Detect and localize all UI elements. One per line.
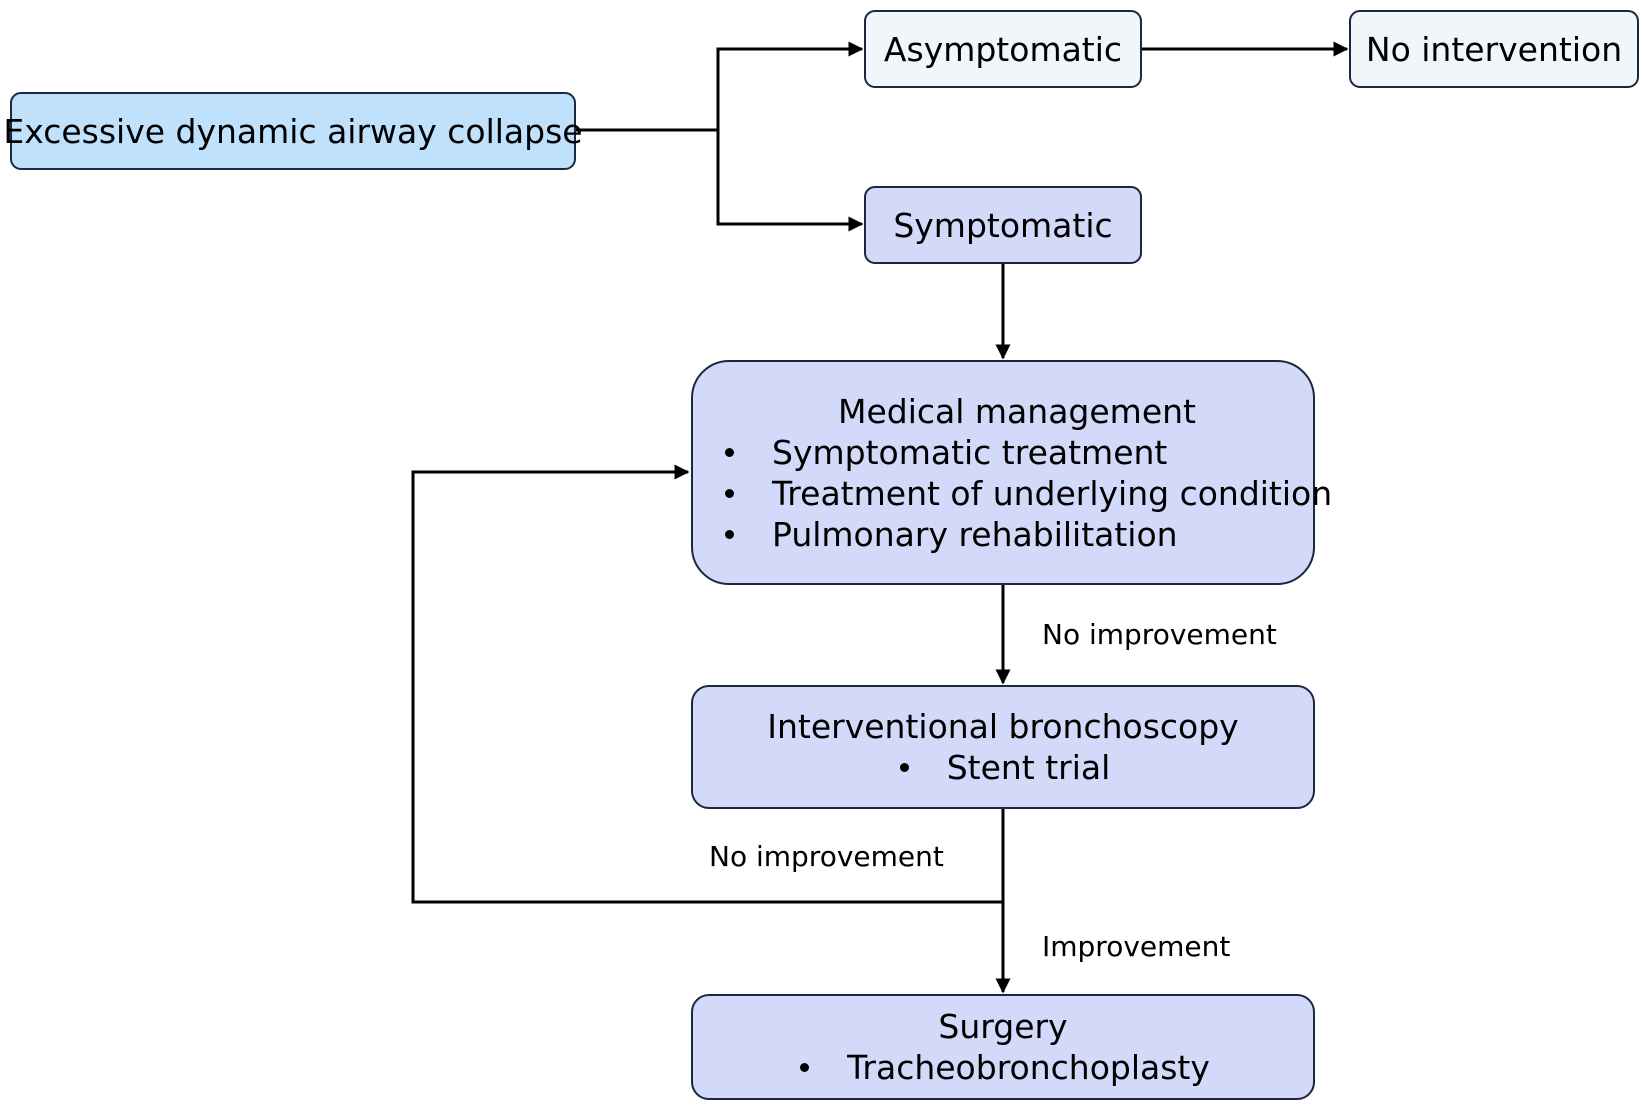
bullet-icon xyxy=(800,1063,810,1072)
edge-label-bronchoscopy-to-surgery: Improvement xyxy=(1042,930,1231,963)
node-title: Medical management xyxy=(838,391,1196,431)
split-to-asymptomatic-arrow xyxy=(716,41,864,130)
bullet-icon xyxy=(725,488,734,498)
node-excessive-dynamic-airway-collapse: Excessive dynamic airway collapse xyxy=(3,92,583,170)
list-item: Stent trial xyxy=(896,747,1110,788)
node-title: Interventional bronchoscopy xyxy=(767,707,1239,746)
node-title: Symptomatic xyxy=(893,205,1113,245)
node-title: Asymptomatic xyxy=(883,29,1123,69)
node-title: Excessive dynamic airway collapse xyxy=(3,111,583,151)
node-symptomatic: Symptomatic xyxy=(864,186,1142,264)
list-item: Pulmonary rehabilitation xyxy=(721,514,1332,555)
bullet-icon xyxy=(725,447,734,457)
node-surgery: Surgery Tracheobronchoplasty xyxy=(691,994,1315,1100)
split-to-symptomatic-arrow xyxy=(716,130,864,232)
medical-management-list: Symptomatic treatment Treatment of under… xyxy=(721,432,1332,555)
bullet-icon xyxy=(725,529,734,539)
list-item: Tracheobronchoplasty xyxy=(796,1047,1210,1088)
node-no-intervention: No intervention xyxy=(1349,10,1639,88)
node-asymptomatic: Asymptomatic xyxy=(864,10,1142,88)
bronchoscopy-to-medical-loop-arrow xyxy=(411,464,1003,904)
node-interventional-bronchoscopy: Interventional bronchoscopy Stent trial xyxy=(691,685,1315,809)
node-title: Surgery xyxy=(938,1007,1068,1046)
list-item: Treatment of underlying condition xyxy=(721,473,1332,514)
edge-label-bronchoscopy-to-medical: No improvement xyxy=(709,840,944,873)
node-medical-management: Medical management Symptomatic treatment… xyxy=(691,360,1332,585)
bullet-icon xyxy=(899,763,909,772)
bronchoscopy-list: Stent trial xyxy=(896,747,1110,788)
edge-label-medical-to-bronchoscopy: No improvement xyxy=(1042,618,1277,651)
surgery-list: Tracheobronchoplasty xyxy=(796,1047,1210,1088)
node-title: No intervention xyxy=(1365,29,1623,69)
list-item: Symptomatic treatment xyxy=(721,432,1332,473)
